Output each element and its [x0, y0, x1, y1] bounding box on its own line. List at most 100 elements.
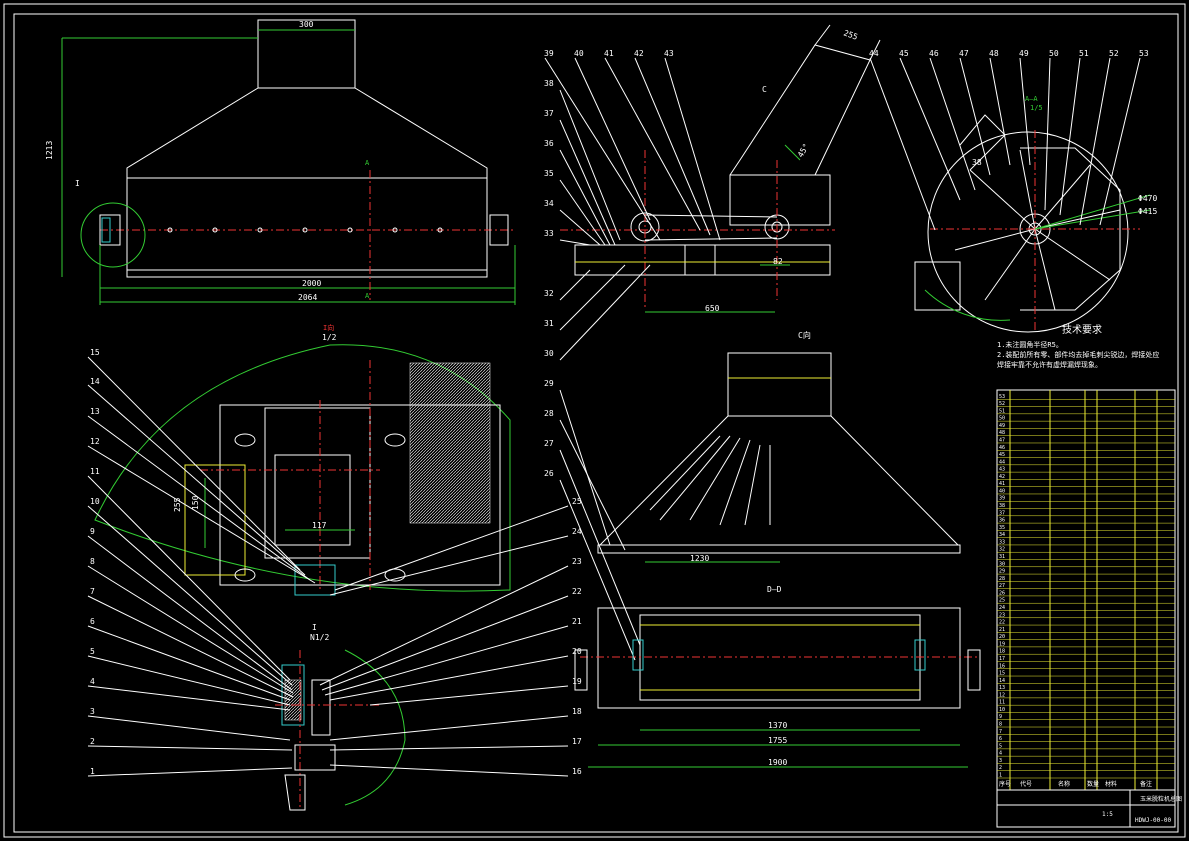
bom-row-number: 4 — [999, 751, 1002, 757]
bom-row-number: 16 — [999, 663, 1005, 669]
bom-row-number: 49 — [999, 423, 1005, 429]
callout-41: 41 — [604, 49, 614, 58]
bom-row-number: 6 — [999, 736, 1002, 742]
bom-row-number: 40 — [999, 488, 1005, 494]
callout-36: 36 — [544, 139, 554, 148]
callout-51: 51 — [1079, 49, 1089, 58]
bom-row-number: 13 — [999, 685, 1005, 691]
bom-row-number: 27 — [999, 583, 1005, 589]
bom-row-number: 18 — [999, 649, 1005, 655]
dim-top-width: 300 — [299, 20, 314, 29]
tech-req-line1: 1.未注圆角半径R5。 — [997, 340, 1063, 349]
callout-18: 18 — [572, 707, 582, 716]
dim-height: 1213 — [45, 141, 54, 160]
bom-row-number: 10 — [999, 707, 1005, 713]
bom-row-number: 3 — [999, 758, 1002, 764]
callout-3: 3 — [90, 707, 95, 716]
detail2-scale: N1/2 — [310, 633, 329, 642]
bom-row-number: 26 — [999, 590, 1005, 596]
dim-650: 650 — [705, 304, 720, 313]
bom-header-cell: 备注 — [1140, 780, 1152, 788]
bom-row-number: 35 — [999, 525, 1005, 531]
title-block-scale: 1:5 — [1102, 811, 1113, 818]
dd-section — [574, 607, 981, 768]
bom-row-number: 31 — [999, 554, 1005, 560]
bom-row-number: 43 — [999, 467, 1005, 473]
callout-45: 45 — [899, 49, 909, 58]
bom-row-number: 37 — [999, 510, 1005, 516]
dim-1370: 1370 — [768, 721, 787, 730]
callout-numbers-right: 25 24 23 22 21 20 19 18 17 16 — [572, 497, 582, 776]
bom-row-number: 11 — [999, 700, 1005, 706]
callout-22: 22 — [572, 587, 582, 596]
side-view — [560, 24, 881, 313]
bom-row-number: 45 — [999, 452, 1005, 458]
callout-50: 50 — [1049, 49, 1059, 58]
callout-42: 42 — [634, 49, 644, 58]
bom-row-number: 53 — [999, 394, 1005, 400]
dim-82: 82 — [773, 257, 783, 266]
callout-13: 13 — [90, 407, 100, 416]
callout-30: 30 — [544, 349, 554, 358]
callout-49: 49 — [1019, 49, 1029, 58]
section-AA — [914, 114, 1151, 333]
bom-header-cell: 序号 — [999, 780, 1011, 788]
callout-37: 37 — [544, 109, 554, 118]
detail-view-scale: 1/2 — [322, 333, 337, 342]
tech-req-line3: 焊接牢靠不允许有虚焊漏焊现象。 — [997, 360, 1102, 369]
detail2-view — [275, 649, 406, 811]
dim-1755: 1755 — [768, 736, 787, 745]
bom-header-cell: 代号 — [1020, 780, 1032, 788]
callout-leaders-left — [87, 356, 316, 777]
callout-2: 2 — [90, 737, 95, 746]
callout-40: 40 — [574, 49, 584, 58]
callout-31: 31 — [544, 319, 554, 328]
bom-row-number: 25 — [999, 598, 1005, 604]
label-38: 38 — [972, 158, 982, 167]
dim-1230: 1230 — [690, 554, 709, 563]
bom-row-number: 24 — [999, 605, 1005, 611]
callout-27: 27 — [544, 439, 554, 448]
callout-leaders-top — [544, 57, 1141, 241]
callout-numbers-side: 39 40 41 42 43 38 37 36 35 34 33 32 31 3… — [544, 49, 674, 478]
bom-row-number: 15 — [999, 671, 1005, 677]
callout-32: 32 — [544, 289, 554, 298]
label-C: C — [762, 85, 767, 94]
callout-48: 48 — [989, 49, 999, 58]
tech-req-line2: 2.装配前所有零、部件均去掉毛刺尖锐边，焊接处应 — [997, 350, 1159, 359]
bom-rows: 5352515049484746454443424140393837363534… — [997, 394, 1175, 788]
bom-row-number: 14 — [999, 678, 1005, 684]
tech-req-title: 技术要求 — [1062, 323, 1102, 336]
callout-52: 52 — [1109, 49, 1119, 58]
callout-12: 12 — [90, 437, 100, 446]
bom-row-number: 30 — [999, 561, 1005, 567]
bom-row-number: 12 — [999, 692, 1005, 698]
dim-117: 117 — [312, 521, 327, 530]
callout-21: 21 — [572, 617, 582, 626]
callout-17: 17 — [572, 737, 582, 746]
dim-255: 255 — [842, 28, 859, 41]
view-DD-label: D—D — [767, 585, 782, 594]
bom-row-number: 52 — [999, 401, 1005, 407]
callout-7: 7 — [90, 587, 95, 596]
bom-row-number: 23 — [999, 612, 1005, 618]
bom-row-number: 44 — [999, 459, 1005, 465]
callout-34: 34 — [544, 199, 554, 208]
bom-row-number: 22 — [999, 620, 1005, 626]
detail-view — [94, 344, 511, 596]
dim-150: 150 — [191, 495, 200, 510]
dim-angle-45: 45° — [796, 142, 811, 159]
bom-row-number: 42 — [999, 474, 1005, 480]
bom-row-number: 7 — [999, 729, 1002, 735]
callout-19: 19 — [572, 677, 582, 686]
bom-row-number: 50 — [999, 416, 1005, 422]
detail-view-title: I向 — [323, 323, 334, 332]
callout-53: 53 — [1139, 49, 1149, 58]
callout-46: 46 — [929, 49, 939, 58]
detail-I-label: I — [75, 179, 80, 188]
bom-row-number: 21 — [999, 627, 1005, 633]
callout-28: 28 — [544, 409, 554, 418]
dim-d470: Φ470 — [1138, 194, 1157, 203]
callout-23: 23 — [572, 557, 582, 566]
callout-16: 16 — [572, 767, 582, 776]
